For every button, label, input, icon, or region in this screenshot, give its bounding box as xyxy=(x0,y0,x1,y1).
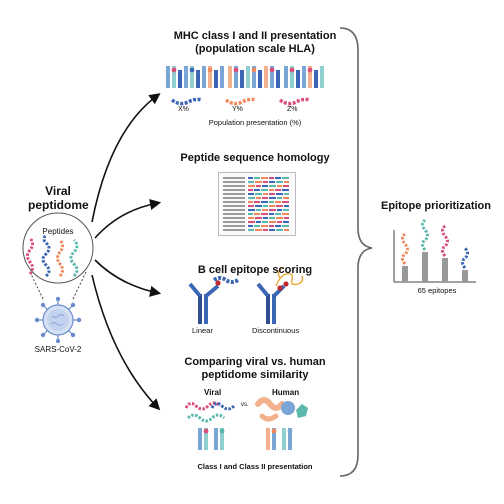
compare-vs-label: vs. xyxy=(241,402,249,408)
b-cell-linear-antibody-icon xyxy=(188,276,240,324)
peptide-squiggle-teal xyxy=(69,238,79,278)
mhc-peptide-orange xyxy=(224,97,257,106)
virus-icon xyxy=(34,296,82,344)
alignment-row xyxy=(223,212,290,215)
epitope-prioritization-title: Epitope prioritization xyxy=(381,200,491,212)
compare-mhc-icons xyxy=(198,428,293,450)
alignment-row xyxy=(223,208,290,211)
mhc-pct-label-z: Z% xyxy=(287,106,298,113)
mhc-title: MHC class I and II presentation (populat… xyxy=(160,30,350,56)
human-proteins-icon xyxy=(255,397,308,422)
mhc-caption: Population presentation (%) xyxy=(208,118,302,127)
zoom-line-left xyxy=(29,271,45,302)
virus-label: SARS-CoV-2 xyxy=(34,345,82,354)
arrow-to-homology xyxy=(94,198,162,239)
compare-caption: Class I and Class II presentation xyxy=(197,462,313,471)
alignment-row xyxy=(223,200,290,203)
arrow-to-compare xyxy=(91,274,161,411)
mhc-peptide-pink xyxy=(278,97,311,106)
peptide-squiggle-orange xyxy=(56,239,64,277)
alignment-row xyxy=(223,196,290,199)
alignment-row xyxy=(223,228,290,231)
alignment-row xyxy=(223,204,290,207)
alignment-row xyxy=(223,224,290,227)
mhc-title-line1: MHC class I and II presentation xyxy=(173,30,337,42)
arrow-to-mhc xyxy=(91,93,161,223)
alignment-row xyxy=(223,220,290,223)
compare-title-line1: Comparing viral vs. human xyxy=(184,356,326,368)
bcell-title: B cell epitope scoring xyxy=(197,264,313,276)
mhc-title-line2: (population scale HLA) xyxy=(195,43,315,55)
peptides-label: Peptides xyxy=(42,227,74,236)
viral-peptidome-title: Viral peptidome xyxy=(28,184,89,212)
compare-viral-label: Viral xyxy=(204,388,222,397)
peptides-circle xyxy=(22,212,94,284)
zoom-line-right xyxy=(71,271,87,302)
viral-title-line1: Viral xyxy=(45,184,71,198)
curly-brace xyxy=(339,27,373,477)
viral-peptides-icon xyxy=(184,401,236,423)
epitope-bars-icon xyxy=(393,218,476,283)
alignment-row xyxy=(223,192,290,195)
alignment-row xyxy=(223,184,290,187)
alignment-row xyxy=(223,180,290,183)
alignment-row xyxy=(223,188,290,191)
peptide-squiggle-blue xyxy=(41,233,51,278)
alignment-row xyxy=(223,216,290,219)
epitope-count-caption: 65 epitopes xyxy=(417,286,457,295)
sequence-alignment-box xyxy=(218,172,296,236)
mhc-pct-label-y: Y% xyxy=(232,106,243,113)
mhc-peptide-blue xyxy=(170,97,203,106)
bcell-discontinuous-label: Discontinuous xyxy=(252,326,300,335)
arrow-to-bcell xyxy=(94,259,162,297)
homology-title: Peptide sequence homology xyxy=(180,152,330,164)
viral-title-line2: peptidome xyxy=(28,198,89,212)
alignment-row xyxy=(223,176,290,179)
mhc-molecule-icons xyxy=(166,66,324,88)
mhc-pct-label-x: X% xyxy=(178,106,189,113)
b-cell-discontinuous-antibody-icon xyxy=(256,267,304,324)
bcell-linear-label: Linear xyxy=(192,326,213,335)
compare-human-label: Human xyxy=(272,388,300,397)
compare-title: Comparing viral vs. human peptidome simi… xyxy=(160,356,350,382)
peptide-squiggle-pink xyxy=(26,237,34,275)
compare-title-line2: peptidome similarity xyxy=(201,369,309,381)
